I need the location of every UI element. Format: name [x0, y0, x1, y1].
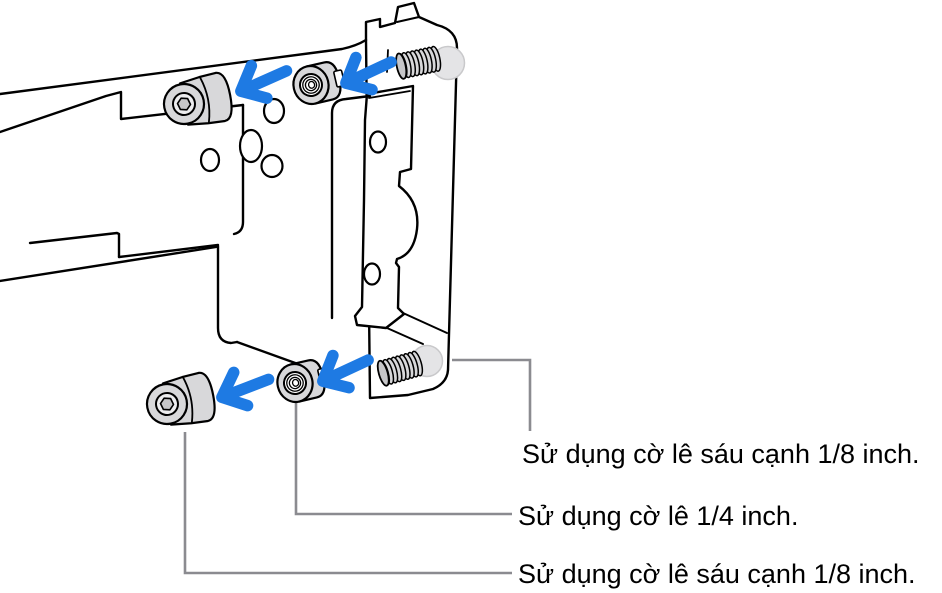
bracket-tab-base-line — [396, 16, 420, 23]
bracket-hole-top — [368, 130, 388, 154]
rack-rail — [0, 38, 372, 366]
rail-hole-2 — [238, 128, 264, 164]
callout-label-bottom-screw: Sử dụng cờ lê sáu cạnh 1/8 inch. — [518, 559, 916, 589]
threaded-screw-bottom — [374, 344, 444, 388]
callout-line-bottom-nut — [294, 403, 512, 516]
rail-hole-4 — [199, 147, 221, 173]
threaded-screw-top — [393, 44, 466, 81]
socket-head-screw-bottom — [141, 369, 219, 433]
callout-line-top-screw — [452, 358, 532, 431]
left-arrow-icon — [215, 362, 275, 414]
rail-hole-1 — [262, 97, 286, 125]
mounting-bracket — [353, 1, 459, 400]
callout-line-bottom-screw — [183, 432, 512, 575]
rail-hole-3 — [260, 153, 284, 179]
bracket-bottom-fold-line — [402, 312, 448, 334]
callout-label-top-screw: Sử dụng cờ lê sáu cạnh 1/8 inch. — [522, 439, 920, 469]
callout-label-bottom-nut: Sử dụng cờ lê 1/4 inch. — [518, 501, 799, 531]
socket-head-screw-top — [158, 69, 236, 133]
bracket-bottom-edge-line — [386, 327, 424, 345]
bracket-hole-bottom — [362, 262, 382, 286]
callout-lines — [183, 358, 532, 575]
